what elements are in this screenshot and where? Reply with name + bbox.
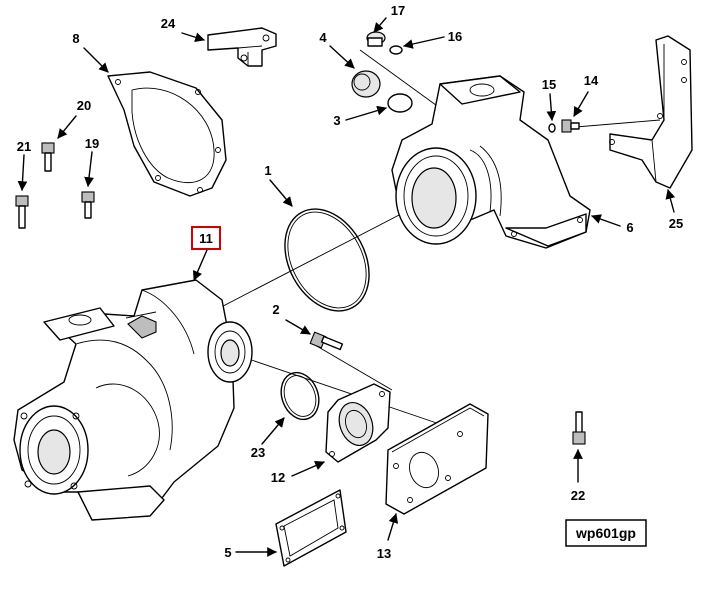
part-20-bolt[interactable]	[41, 142, 55, 172]
part-22-bolt[interactable]	[572, 411, 586, 445]
callout-25[interactable]: 25	[669, 216, 683, 231]
part-15-o-ring[interactable]	[548, 123, 556, 133]
part-2-bolt[interactable]	[309, 331, 344, 351]
callout-2[interactable]: 2	[272, 302, 279, 317]
callout-15[interactable]: 15	[542, 77, 556, 92]
callout-1[interactable]: 1	[264, 163, 271, 178]
callout-17[interactable]: 17	[391, 3, 405, 18]
part-16-o-ring[interactable]	[389, 45, 403, 55]
callout-24[interactable]: 24	[161, 16, 176, 31]
part-5-gasket[interactable]	[275, 489, 347, 567]
drawing-code-tag: wp601gp	[565, 519, 647, 547]
callout-23[interactable]: 23	[251, 445, 265, 460]
callout-8[interactable]: 8	[72, 31, 79, 46]
callout-14[interactable]: 14	[584, 73, 599, 88]
part-24-bracket[interactable]	[207, 27, 277, 67]
callout-13[interactable]: 13	[377, 546, 391, 561]
part-17-plug[interactable]	[366, 31, 386, 47]
callout-3[interactable]: 3	[333, 113, 340, 128]
callout-19[interactable]: 19	[85, 136, 99, 151]
part-19-bolt[interactable]	[81, 191, 95, 219]
callout-4[interactable]: 4	[319, 30, 327, 45]
drawing-code-text: wp601gp	[575, 525, 636, 541]
highlight-box	[191, 226, 221, 250]
part-12-flange-adapter[interactable]	[325, 383, 391, 463]
callout-21[interactable]: 21	[17, 139, 31, 154]
leader-arrows	[17, 17, 676, 557]
part-1-seal-ring[interactable]	[268, 194, 386, 325]
callout-5[interactable]: 5	[224, 545, 231, 560]
callout-11-highlight[interactable]: 11	[191, 226, 221, 250]
part-4-cap[interactable]	[351, 70, 381, 98]
part-11-turbo-assembly[interactable]	[13, 279, 253, 521]
callout-11: 11	[199, 231, 213, 246]
callout-20[interactable]: 20	[77, 98, 91, 113]
part-3-o-ring[interactable]	[387, 93, 413, 113]
part-8-gasket[interactable]	[107, 71, 227, 197]
part-21-bolt[interactable]	[15, 195, 29, 229]
callout-labels: 24 8 20 21 19 17 16 4 3 15 14 6 25 1 2 2…	[17, 3, 683, 561]
assembly-axis-lines	[199, 49, 661, 434]
callout-16[interactable]: 16	[448, 29, 462, 44]
callout-22[interactable]: 22	[571, 488, 585, 503]
callout-6[interactable]: 6	[626, 220, 633, 235]
part-14-screw[interactable]	[561, 119, 580, 133]
part-13-gasket-plate[interactable]	[385, 403, 489, 515]
part-23-o-ring[interactable]	[275, 367, 325, 424]
part-6-compressor-housing[interactable]	[391, 75, 591, 249]
part-25-bracket[interactable]	[609, 35, 693, 189]
callout-12[interactable]: 12	[271, 470, 285, 485]
